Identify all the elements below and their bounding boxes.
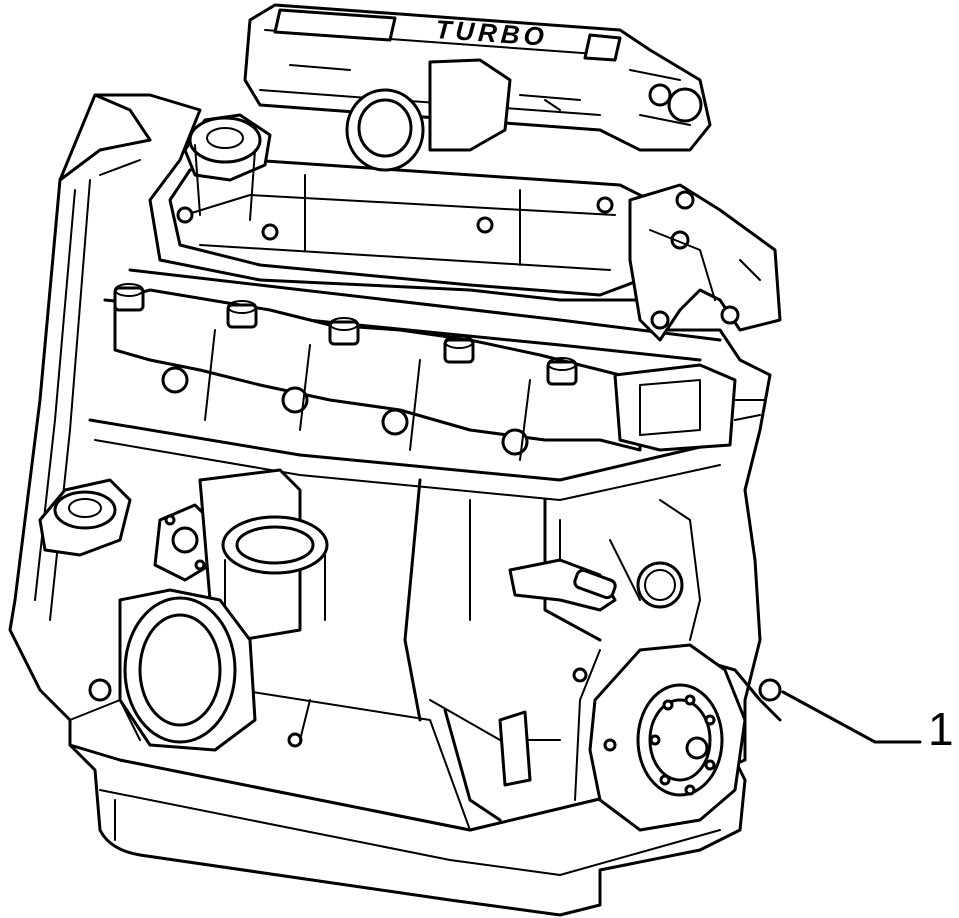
filter-housing (198, 468, 329, 642)
valve-cover (168, 158, 652, 297)
callout-leader-line (781, 690, 922, 744)
cylinder-head (113, 283, 642, 461)
crank-housing-left (88, 588, 303, 752)
oil-filler-cap (183, 113, 272, 221)
head-bolt (113, 283, 145, 312)
timing-cover (628, 183, 782, 342)
lower-bracket (299, 699, 532, 787)
crankshaft-pulley (572, 643, 782, 832)
head-bolt (443, 335, 475, 364)
intake-manifold: TURBO (243, 3, 712, 172)
head-bolt (546, 357, 578, 386)
head-bolt (328, 317, 360, 346)
head-bolt (226, 300, 258, 329)
water-outlet (38, 478, 132, 557)
flange-fitting (153, 503, 217, 582)
exhaust-flange (613, 363, 766, 452)
side-sensor (508, 558, 684, 612)
callout-number: 1 (928, 703, 954, 755)
